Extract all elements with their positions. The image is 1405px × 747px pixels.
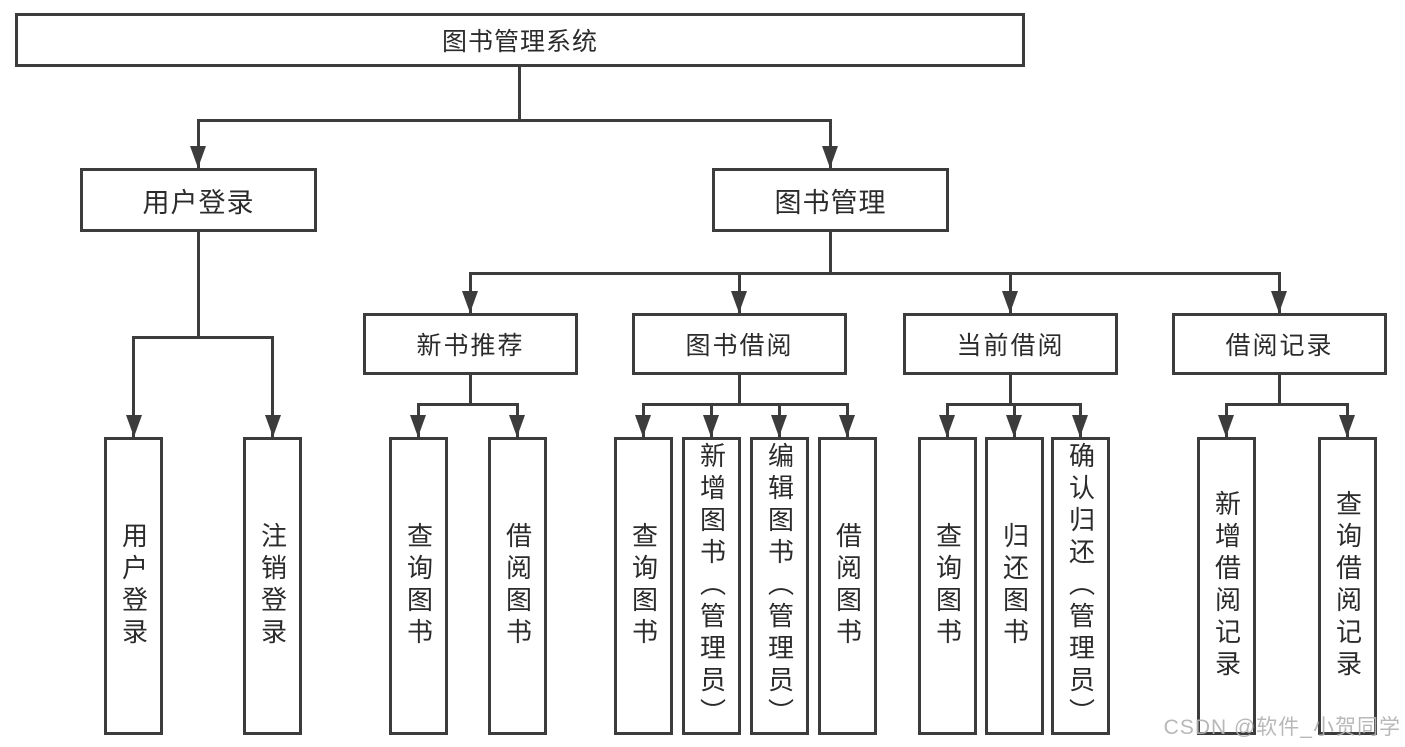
leaf-label: 注销登录 [257, 522, 288, 650]
leaf-borrow-books-1: 借阅图书 [488, 437, 547, 735]
connector-drop [271, 336, 274, 437]
connector-bar [469, 272, 1280, 275]
leaf-label: 借阅图书 [832, 522, 863, 650]
connector-bar [417, 403, 519, 406]
node-current-borrowing: 当前借阅 [903, 313, 1118, 375]
arrow-down-icon [1002, 291, 1018, 313]
arrow-down-icon [839, 415, 855, 437]
arrow-down-icon [939, 415, 955, 437]
arrow-down-icon [1218, 415, 1234, 437]
node-borrowing-records: 借阅记录 [1172, 313, 1387, 375]
connector-drop [829, 119, 832, 168]
connector-stem [1009, 375, 1012, 406]
leaf-label: 用户登录 [118, 522, 149, 650]
arrow-down-icon [126, 415, 142, 437]
connector-drop [197, 119, 200, 168]
leaf-label: 查询图书 [628, 522, 659, 650]
connector-bar [1225, 403, 1349, 406]
leaf-label: 新增借阅记录 [1211, 490, 1242, 682]
leaf-borrow-books-2: 借阅图书 [818, 437, 877, 735]
leaf-query-borrow-record: 查询借阅记录 [1318, 437, 1377, 735]
leaf-add-books-admin: 新增图书（管理员） [682, 437, 741, 735]
connector-stem [829, 232, 832, 275]
leaf-label: 查询借阅记录 [1332, 490, 1363, 682]
node-book-management: 图书管理 [712, 168, 949, 232]
arrow-down-icon [509, 415, 525, 437]
leaf-confirm-return-admin: 确认归还（管理员） [1051, 437, 1110, 735]
arrow-down-icon [1006, 415, 1022, 437]
leaf-query-books-3: 查询图书 [918, 437, 977, 735]
connector-stem [518, 67, 521, 122]
leaf-user-login: 用户登录 [104, 437, 163, 735]
node-book-borrowing: 图书借阅 [632, 313, 847, 375]
arrow-down-icon [410, 415, 426, 437]
node-library-system: 图书管理系统 [15, 13, 1025, 67]
leaf-query-books-1: 查询图书 [389, 437, 448, 735]
node-user-login: 用户登录 [80, 168, 317, 232]
leaf-add-borrow-record: 新增借阅记录 [1197, 437, 1256, 735]
arrow-down-icon [1339, 415, 1355, 437]
leaf-label: 新增图书（管理员） [696, 442, 727, 730]
leaf-return-books: 归还图书 [985, 437, 1044, 735]
arrow-down-icon [1271, 291, 1287, 313]
connector-bar [642, 403, 849, 406]
connector-stem [197, 232, 200, 339]
arrow-down-icon [1072, 415, 1088, 437]
arrow-down-icon [822, 146, 838, 168]
connector-drop [132, 336, 135, 437]
leaf-query-books-2: 查询图书 [614, 437, 673, 735]
connector-stem [738, 375, 741, 406]
arrow-down-icon [462, 291, 478, 313]
connector-bar [132, 336, 274, 339]
csdn-watermark: CSDN @软件_小贺同学 [1163, 716, 1401, 739]
arrow-down-icon [771, 415, 787, 437]
connector-stem [1278, 375, 1281, 406]
leaf-label: 编辑图书（管理员） [764, 442, 795, 730]
leaf-label: 确认归还（管理员） [1065, 442, 1096, 730]
leaf-label: 查询图书 [403, 522, 434, 650]
arrow-down-icon [703, 415, 719, 437]
arrow-down-icon [731, 291, 747, 313]
arrow-down-icon [190, 146, 206, 168]
leaf-logout: 注销登录 [243, 437, 302, 735]
leaf-edit-books-admin: 编辑图书（管理员） [750, 437, 809, 735]
connector-stem [469, 375, 472, 406]
arrow-down-icon [265, 415, 281, 437]
leaf-label: 归还图书 [999, 522, 1030, 650]
arrow-down-icon [635, 415, 651, 437]
connector-bar [197, 119, 831, 122]
leaf-label: 借阅图书 [502, 522, 533, 650]
node-new-book-recommend: 新书推荐 [363, 313, 578, 375]
leaf-label: 查询图书 [932, 522, 963, 650]
